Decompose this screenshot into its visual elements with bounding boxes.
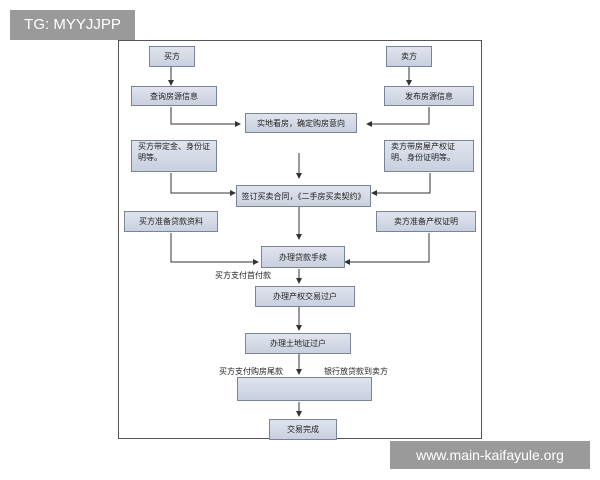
seller-documents-line2: 明、身份证明等。 [391,153,455,162]
buyer-loan-docs-box: 买方准备贷款资料 [124,211,218,232]
publish-info-box: 发布房源信息 [384,86,474,106]
flow-connectors [168,67,431,417]
seller-documents-line1: 卖方带房屋产权证 [391,142,455,151]
transaction-flowchart: 买方 卖方 查询房源信息 发布房源信息 实地看房，确定购房意向 买方带定金、身份… [118,40,482,440]
title-transfer-box: 办理产权交易过户 [255,286,355,307]
loan-process-box: 办理贷款手续 [261,246,345,268]
final-payment-label: 买方支付购房尾款 [219,367,283,376]
buyer-documents-box: 买方带定金、身份证 明等。 [131,140,217,172]
sign-contract-box: 签订买卖合同，《二手房买卖契约》 [236,185,371,207]
watermark-bottom-right: www.main-kaifayule.org [390,441,590,469]
transaction-complete-box: 交易完成 [269,419,337,440]
query-info-box: 查询房源信息 [131,86,217,106]
seller-documents-box: 卖方带房屋产权证 明、身份证明等。 [384,140,474,172]
seller-title-docs-box: 卖方准备产权证明 [376,211,476,232]
buyer-documents-line2: 明等。 [138,153,162,162]
down-payment-label: 买方支付首付款 [215,271,271,280]
viewing-box: 实地看房，确定购房意向 [245,113,357,133]
blank-step-box [237,377,372,401]
buyer-documents-line1: 买方带定金、身份证 [138,142,210,151]
bank-loan-label: 银行放贷款到卖方 [324,367,388,376]
watermark-top-left: TG: MYYJJPP [10,10,135,40]
land-transfer-box: 办理土地证过户 [245,333,351,354]
seller-box: 卖方 [386,46,432,67]
buyer-box: 买方 [149,46,195,67]
